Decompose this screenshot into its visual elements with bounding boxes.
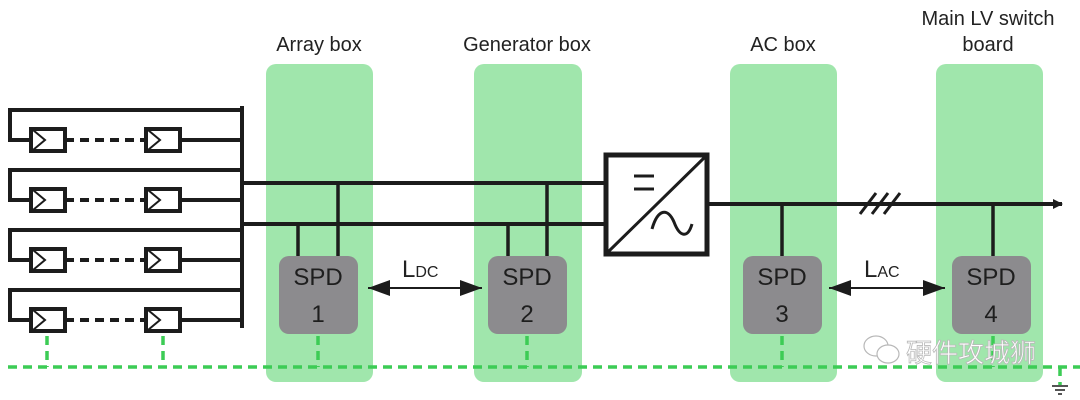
- distance-ac-label: LAC: [864, 256, 900, 283]
- pv-string: [8, 288, 242, 333]
- pv-string: [8, 108, 242, 153]
- distance-dc: LDC: [368, 256, 482, 296]
- spd-3-number: 3: [775, 301, 788, 328]
- spd-4[interactable]: SPD 4: [952, 256, 1031, 334]
- pv-string: [8, 168, 242, 213]
- spd-2-label: SPD: [502, 264, 551, 291]
- distance-dc-label: LDC: [402, 256, 438, 283]
- zone-label-generator-box: Generator box: [463, 34, 591, 56]
- pv-module-icon: [29, 307, 67, 333]
- spd-4-number: 4: [984, 301, 997, 328]
- earth-ground-icon: [1052, 385, 1068, 395]
- spd-1[interactable]: SPD 1: [279, 256, 358, 334]
- pv-module-icon: [144, 307, 182, 333]
- spd-2-number: 2: [520, 301, 533, 328]
- watermark-text: 硬件攻城狮: [906, 339, 1036, 369]
- zone-label-array-box: Array box: [276, 34, 362, 56]
- distance-ac: LAC: [829, 256, 945, 296]
- zone-label-main-lv-line1: Main LV switch: [921, 8, 1054, 30]
- pv-module-icon: [144, 247, 182, 273]
- spd-3-label: SPD: [757, 264, 806, 291]
- pv-module-icon: [144, 187, 182, 213]
- pv-array: [8, 108, 242, 333]
- spd-4-label: SPD: [966, 264, 1015, 291]
- pv-module-icon: [144, 127, 182, 153]
- zone-main-lv-switch-board: [936, 64, 1043, 382]
- equipotential-bonding: [8, 336, 1080, 385]
- wechat-icon: [863, 335, 900, 364]
- pv-module-icon: [29, 247, 67, 273]
- zone-label-ac-box: AC box: [750, 34, 816, 56]
- pv-string: [8, 228, 242, 273]
- spd-3[interactable]: SPD 3: [743, 256, 822, 334]
- spd-1-number: 1: [311, 301, 324, 328]
- spd-1-label: SPD: [293, 264, 342, 291]
- watermark: 硬件攻城狮: [863, 335, 1036, 369]
- pv-module-icon: [29, 187, 67, 213]
- zone-label-main-lv-line2: board: [962, 34, 1013, 56]
- dc-ac-inverter-icon: [603, 152, 710, 257]
- pv-module-icon: [29, 127, 67, 153]
- three-phase-marker-icon: [858, 192, 902, 215]
- spd-2[interactable]: SPD 2: [488, 256, 567, 334]
